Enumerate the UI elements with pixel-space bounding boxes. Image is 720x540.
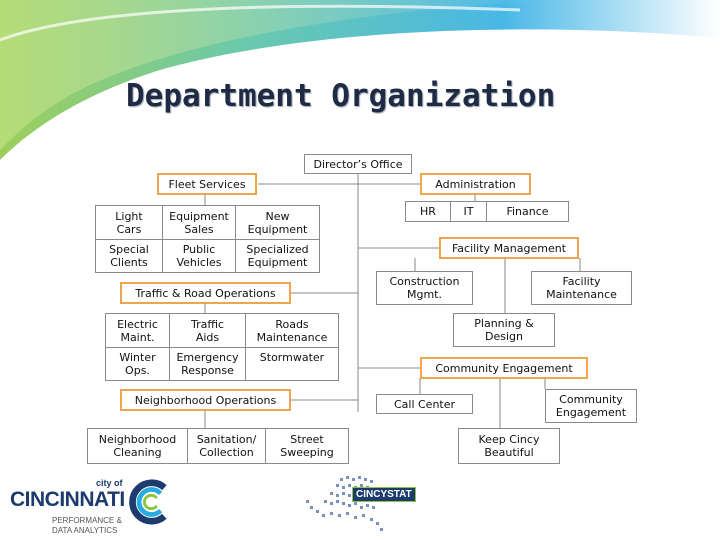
call-center-box: Call Center <box>376 394 473 414</box>
traffic-roads-maintenance: Roads Maintenance <box>246 314 338 348</box>
facility-maintenance-box: Facility Maintenance <box>531 271 632 305</box>
facility-management-header: Facility Management <box>439 237 579 259</box>
traffic-emergency-response: Emergency Response <box>170 348 246 380</box>
logo-city-of: city of <box>96 478 123 488</box>
fleet-services-header: Fleet Services <box>157 173 257 195</box>
directors-office-box: Director’s Office <box>304 154 412 174</box>
construction-mgmt-box: Construction Mgmt. <box>376 271 473 305</box>
community-engagement-box: Community Engagement <box>545 389 637 423</box>
traffic-winter-ops: Winter Ops. <box>106 348 170 380</box>
fleet-new-equipment: New Equipment <box>236 206 319 240</box>
fleet-public-vehicles: Public Vehicles <box>163 240 236 272</box>
page-title: Department Organization <box>126 78 556 114</box>
traffic-road-operations-grid: Electric Maint. Traffic Aids Roads Maint… <box>105 313 339 381</box>
planning-design-box: Planning & Design <box>453 313 555 347</box>
cincinnati-c-emblem-icon <box>129 479 167 525</box>
admin-hr: HR <box>406 202 451 221</box>
neighborhood-street-sweeping: Street Sweeping <box>266 429 348 463</box>
cincystat-logo: CINCYSTAT <box>300 470 425 534</box>
traffic-stormwater: Stormwater <box>246 348 338 380</box>
cincystat-label: CINCYSTAT <box>352 487 416 502</box>
fleet-light-cars: Light Cars <box>96 206 163 240</box>
traffic-road-operations-header: Traffic & Road Operations <box>120 282 291 304</box>
neighborhood-cleaning: Neighborhood Cleaning <box>88 429 188 463</box>
fleet-special-clients: Special Clients <box>96 240 163 272</box>
traffic-aids: Traffic Aids <box>170 314 246 348</box>
neighborhood-operations-grid: Neighborhood Cleaning Sanitation/ Collec… <box>87 428 349 464</box>
fleet-equipment-sales: Equipment Sales <box>163 206 236 240</box>
keep-cincy-beautiful-box: Keep Cincy Beautiful <box>458 428 560 464</box>
administration-header: Administration <box>420 173 531 195</box>
cincystat-map-icon <box>306 476 383 531</box>
fleet-services-grid: Light Cars Equipment Sales New Equipment… <box>95 205 320 273</box>
neighborhood-operations-header: Neighborhood Operations <box>120 389 291 411</box>
cincinnati-logo: city of CINCINNATI PERFORMANCE & DATA AN… <box>0 470 180 540</box>
admin-it: IT <box>451 202 487 221</box>
administration-grid: HR IT Finance <box>405 201 569 222</box>
neighborhood-sanitation-collection: Sanitation/ Collection <box>188 429 266 463</box>
admin-finance: Finance <box>487 202 568 221</box>
logo-performance-line: PERFORMANCE & <box>52 516 122 525</box>
header-swoosh-decoration <box>0 0 720 160</box>
logo-cincinnati-name: CINCINNATI <box>10 488 125 511</box>
community-engagement-header: Community Engagement <box>420 357 588 379</box>
logo-data-analytics-line: DATA ANALYTICS <box>52 526 118 535</box>
fleet-specialized-equipment: Specialized Equipment <box>236 240 319 272</box>
traffic-electric-maint: Electric Maint. <box>106 314 170 348</box>
